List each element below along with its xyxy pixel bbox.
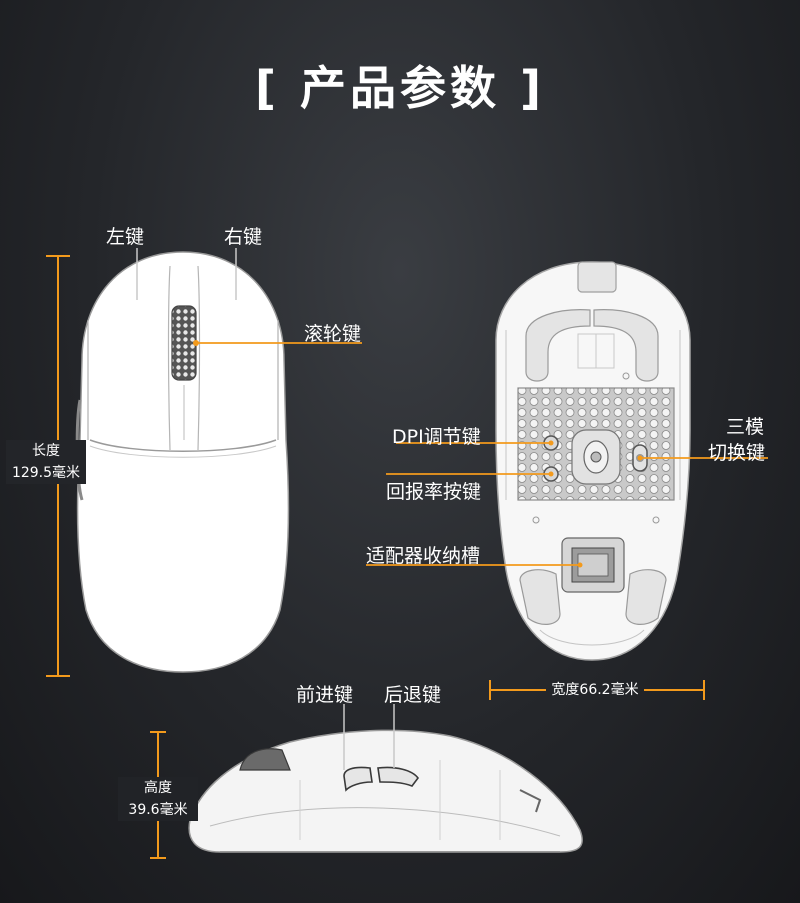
mouse-bottom-view — [495, 261, 691, 661]
mouse-top-view — [75, 248, 290, 673]
label-mode-switch-line1: 三模 — [726, 416, 765, 438]
length-value: 129.5毫米 — [11, 465, 81, 481]
label-mode-switch-line2: 切换键 — [708, 442, 766, 464]
height-label-text: 高度 — [144, 780, 172, 796]
label-back-button: 后退键 — [384, 684, 442, 706]
label-scroll-wheel: 滚轮键 — [304, 323, 362, 345]
bottom-callouts — [366, 440, 768, 568]
height-value: 39.6毫米 — [128, 802, 188, 818]
width-label: 宽度66.2毫米 — [551, 682, 639, 698]
label-forward-button: 前进键 — [296, 684, 354, 706]
length-label-text: 长度 — [32, 443, 60, 459]
scroll-wheel-illustration — [171, 305, 197, 381]
label-receiver-slot: 适配器收纳槽 — [366, 545, 481, 567]
label-dpi-button: DPI调节键 — [392, 426, 481, 448]
width-dimension — [489, 680, 705, 700]
scroll-wheel-callout — [193, 340, 362, 346]
page-title: [ 产品参数 ] — [254, 61, 546, 115]
height-label: 高度 39.6毫米 — [118, 777, 198, 821]
back-button-illustration — [377, 766, 420, 787]
forward-button-illustration — [343, 766, 373, 792]
label-left-button: 左键 — [106, 226, 145, 248]
label-polling-rate-button: 回报率按键 — [386, 481, 482, 503]
length-label: 长度 129.5毫米 — [6, 440, 86, 484]
label-right-button: 右键 — [224, 226, 263, 248]
mouse-side-view — [188, 704, 583, 853]
